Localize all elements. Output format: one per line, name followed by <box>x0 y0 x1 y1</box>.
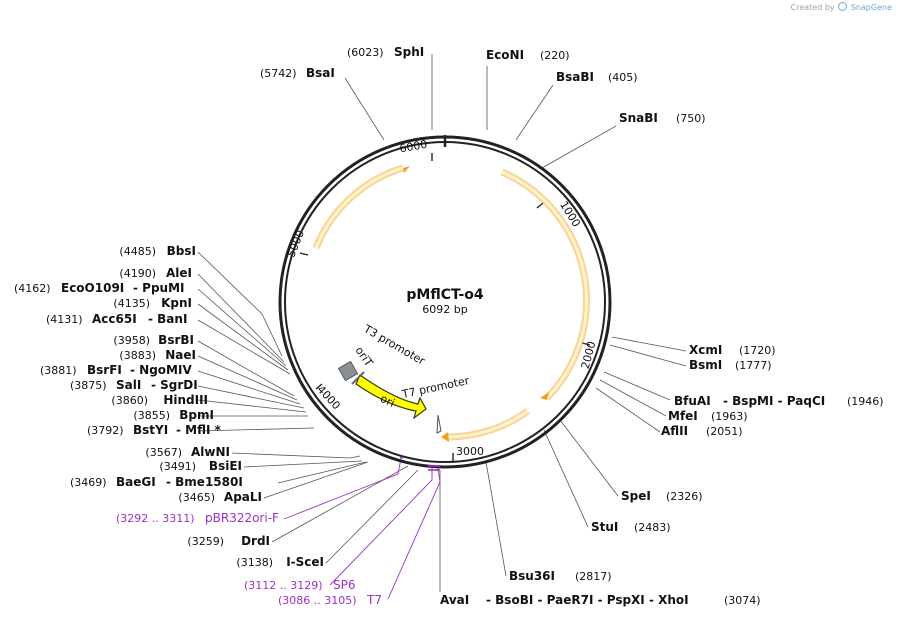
primer-sp6: (3112 .. 3129)SP6 <box>244 578 356 592</box>
primer-marks <box>399 456 440 471</box>
snapgene-logo-icon <box>838 2 848 11</box>
site-bsu36i: Bsu36I(2817) <box>509 569 612 583</box>
site-alwni: (3567)AlwNI <box>145 445 230 459</box>
site-bsai: (5742)BsaI <box>260 66 335 80</box>
site-bfuai: BfuAI- BspMI - PaqCI(1946) <box>674 394 884 408</box>
t7-promoter-marker <box>436 414 442 434</box>
tick-mark-4000 <box>315 383 323 390</box>
primer-labels: (3292 .. 3311)pBR322ori-F (3112 .. 3129)… <box>116 511 382 607</box>
site-acc65i: (4131)Acc65I- BanI <box>46 312 187 326</box>
plasmid-length: 6092 bp <box>422 303 467 316</box>
site-sphi: (6023)SphI <box>347 45 424 59</box>
feature-arc-glow-1 <box>312 164 405 250</box>
credit-brand: SnapGene <box>850 3 892 12</box>
feature-arrowhead-1 <box>403 166 410 173</box>
site-stui: StuI(2483) <box>591 520 671 534</box>
site-bsabi: BsaBI(405) <box>556 70 638 84</box>
site-spei: SpeI(2326) <box>621 489 703 503</box>
t7-promoter-label: T7 promoter <box>400 374 471 401</box>
site-aflii: AflII(2051) <box>661 424 743 438</box>
feature-arc-glow-3 <box>447 408 531 441</box>
site-sali: (3875)SalI- SgrDI <box>70 378 198 392</box>
primer-t7: (3086 .. 3105)T7 <box>278 593 382 607</box>
feature-arrowhead-2 <box>540 392 549 400</box>
site-kpni: (4135)KpnI <box>113 296 192 310</box>
t3-promoter-marker <box>351 371 365 385</box>
snapgene-credit: Created by SnapGene <box>791 2 892 12</box>
site-hindiii: (3860)HindIII <box>111 393 208 407</box>
primer-leader-lines <box>283 457 441 600</box>
tick-label-3000: 3000 <box>456 445 484 458</box>
feature-arc-2 <box>501 170 588 400</box>
feature-arrowhead-3 <box>441 432 449 442</box>
ori-label: ori <box>378 392 396 410</box>
tick-marks <box>299 153 591 461</box>
credit-created-by: Created by <box>790 3 835 12</box>
site-labels: (6023)SphI EcoNI(220) BsaBI(405) (5742)B… <box>14 45 884 607</box>
site-ecoo109i: (4162)EcoO109I- PpuMI <box>14 281 185 295</box>
feature-arc-3 <box>447 409 529 439</box>
feature-arrows <box>312 164 590 442</box>
tick-label-6000: 6000 <box>398 138 428 156</box>
plasmid-backbone <box>278 135 612 469</box>
plasmid-name: pMflCT-o4 <box>406 287 484 303</box>
site-drdi: (3259)DrdI <box>187 534 270 548</box>
site-bsrfi: (3881)BsrFI- NgoMIV <box>40 363 192 377</box>
site-mfei: MfeI(1963) <box>668 409 748 423</box>
site-bbsi: (4485)BbsI <box>119 244 196 258</box>
site-bpmi: (3855)BpmI <box>133 408 214 422</box>
site-snabi: SnaBI(750) <box>619 111 706 125</box>
site-alei: (4190)AleI <box>119 266 192 280</box>
orit-marker <box>337 360 359 382</box>
site-i-scei: (3138)I-SceI <box>236 555 324 569</box>
site-bsrbi: (3958)BsrBI <box>113 333 194 347</box>
site-baegi: (3469)BaeGI- Bme1580I <box>70 475 243 489</box>
site-avai: AvaI- BsoBI - PaeR7I - PspXI - XhoI(3074… <box>440 593 761 607</box>
tick-mark-5000 <box>299 252 309 256</box>
ori-arrow <box>355 374 427 420</box>
site-bsmi: BsmI(1777) <box>689 358 772 372</box>
tick-mark-1000 <box>536 202 544 209</box>
site-bsiei: (3491)BsiEI <box>159 459 242 473</box>
tick-mark-2000 <box>581 342 591 346</box>
feature-arc-1 <box>314 166 404 249</box>
site-econi: EcoNI(220) <box>486 48 570 62</box>
site-xcmi: XcmI(1720) <box>689 343 776 357</box>
orit-label: oriT <box>353 344 376 369</box>
site-bstyi: (3792)BstYI- MflI * <box>87 423 222 437</box>
site-apali: (3465)ApaLI <box>178 490 262 504</box>
site-leader-lines <box>197 54 687 592</box>
site-naei: (3883)NaeI <box>119 348 196 362</box>
primer-pbr322ori-f: (3292 .. 3311)pBR322ori-F <box>116 511 279 525</box>
